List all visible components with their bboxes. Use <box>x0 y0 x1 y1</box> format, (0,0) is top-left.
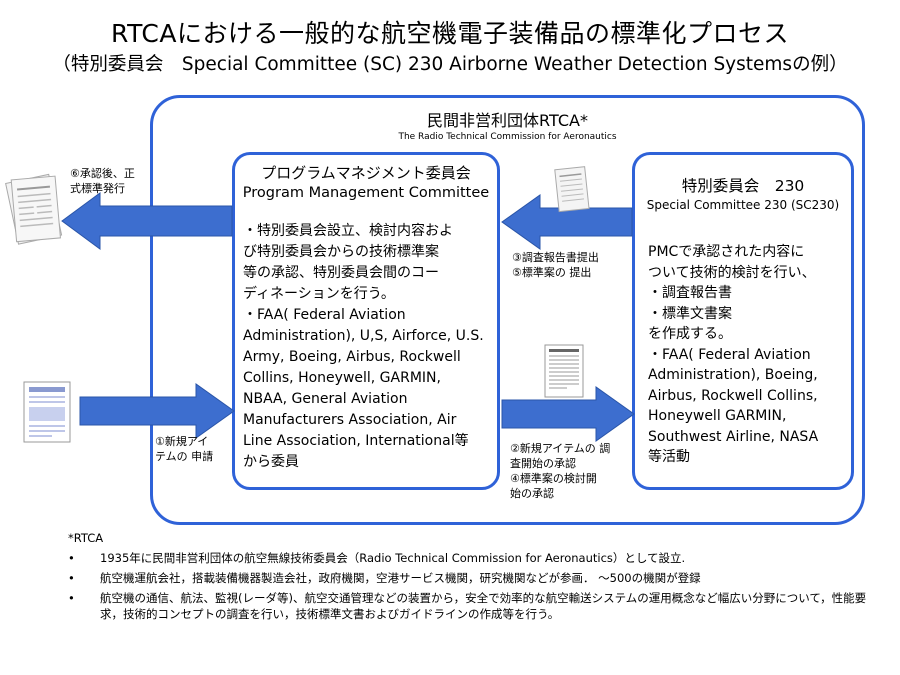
pmc-line: Administration), U,S, Airforce, U.S. <box>243 328 484 344</box>
sc230-line: Airbus, Rockwell Collins, <box>648 387 818 404</box>
label-step2-4-line: ④標準案の検討開 <box>510 472 597 485</box>
pmc-line: Collins, Honeywell, GARMIN, <box>243 370 441 386</box>
label-step3-5: ③調査報告書提出 ⑤標準案の 提出 <box>512 250 599 280</box>
footnote-item: • 1935年に民間非営利団体の航空無線技術委員会（Radio Technica… <box>68 550 878 570</box>
document-icon <box>23 381 71 443</box>
sc230-line: ・標準文書案 <box>648 305 732 322</box>
label-step6: ⑥承認後、正 式標準発行 <box>70 166 135 196</box>
footnote-text: 航空機の通信、航法、監視(レーダ等)、航空交通管理などの装置から，安全で効率的な… <box>100 591 867 621</box>
footnote-text: 航空機運航会社，搭載装備機器製造会社，政府機関，空港サービス機関，研究機関などが… <box>100 571 701 585</box>
sc230-title-ja: 特別委員会 230 <box>681 177 805 195</box>
arrow-issue-standard <box>61 192 233 250</box>
page-subtitle: （特別委員会 Special Committee (SC) 230 Airbor… <box>52 54 848 75</box>
footnote-item: • 航空機の通信、航法、監視(レーダ等)、航空交通管理などの装置から，安全で効率… <box>68 590 878 626</box>
label-step2-4-line: 査開始の承認 <box>510 457 576 470</box>
rtca-name: 民間非営利団体RTCA* <box>427 111 588 130</box>
sc230-line: ・調査報告書 <box>648 285 732 301</box>
sc230-line: Honeywell GARMIN, <box>648 408 787 424</box>
label-step1-line: テムの 申請 <box>155 450 214 463</box>
sc230-line: ・FAA( Federal Aviation <box>648 346 811 363</box>
pmc-line: ・特別委員会設立、検討内容およ <box>243 223 453 239</box>
sc230-line: PMCで承認された内容に <box>648 244 805 260</box>
footnotes: *RTCA • 1935年に民間非営利団体の航空無線技術委員会（Radio Te… <box>68 530 878 626</box>
sc230-box <box>632 152 854 490</box>
bullet: • <box>68 591 75 605</box>
pmc-line: ・FAA( Federal Aviation <box>243 307 406 323</box>
pmc-line: Army, Boeing, Airbus, Rockwell <box>243 349 461 365</box>
sc230-line: Southwest Airline, NASA <box>648 428 819 445</box>
footnote-text: 1935年に民間非営利団体の航空無線技術委員会（Radio Technical … <box>100 551 686 565</box>
label-step6-line: 式標準発行 <box>70 182 125 195</box>
arrow-new-item-request <box>79 383 235 439</box>
arrow-sc-to-pmc <box>501 194 633 250</box>
document-icon <box>544 344 584 398</box>
sc230-description: PMCで承認された内容に ついて技術的検討を行い、 ・調査報告書 ・標準文書案 … <box>648 242 848 468</box>
pmc-line: Line Association, International等 <box>243 433 469 449</box>
label-step6-line: ⑥承認後、正 <box>70 167 135 180</box>
pmc-box <box>232 152 500 490</box>
label-step1: ①新規アイ テムの 申請 <box>155 434 213 464</box>
sc230-line: を作成する。 <box>648 326 732 342</box>
pmc-line: び特別委員会からの技術標準案 <box>243 244 439 260</box>
rtca-subtitle: The Radio Technical Commission for Aeron… <box>398 132 617 142</box>
pmc-line: Manufacturers Association, Air <box>243 412 457 428</box>
footnote-heading: *RTCA <box>68 531 104 545</box>
pmc-line: 等の承認、特別委員会間のコー <box>243 265 439 281</box>
label-step2-4: ②新規アイテムの 調 査開始の承認 ④標準案の検討開 始の承認 <box>510 441 610 501</box>
label-step3-5-line: ③調査報告書提出 <box>512 251 599 264</box>
pmc-title-ja: プログラムマネジメント委員会 <box>261 164 471 182</box>
bullet: • <box>68 571 75 585</box>
pmc-line: NBAA, General Aviation <box>243 391 408 407</box>
arrow-pmc-to-sc <box>501 386 635 442</box>
bullet: • <box>68 551 75 565</box>
sc230-line: ついて技術的検討を行い、 <box>648 264 816 281</box>
page-title: RTCAにおける一般的な航空機電子装備品の標準化プロセス <box>111 19 789 48</box>
pmc-line: ディネーションを行う。 <box>243 286 395 302</box>
pmc-title-en: Program Management Committee <box>242 185 490 201</box>
sc230-title-en: Special Committee 230 (SC230) <box>646 198 840 212</box>
label-step2-4-line: ②新規アイテムの 調 <box>510 442 611 455</box>
pmc-description: ・特別委員会設立、検討内容およ び特別委員会からの技術標準案 等の承認、特別委員… <box>243 221 495 473</box>
pmc-line: から委員 <box>243 454 299 470</box>
document-stack-icon <box>554 166 590 213</box>
sc230-line: 等活動 <box>648 449 690 465</box>
footnote-item: • 航空機運航会社，搭載装備機器製造会社，政府機関，空港サービス機関，研究機関な… <box>68 570 878 590</box>
label-step2-4-line: 始の承認 <box>510 487 554 500</box>
sc230-line: Administration), Boeing, <box>648 367 818 383</box>
label-step1-line: ①新規アイ <box>155 435 209 448</box>
label-step3-5-line: ⑤標準案の 提出 <box>512 266 592 279</box>
rtca-box <box>150 95 865 525</box>
document-stack-icon <box>5 173 63 245</box>
